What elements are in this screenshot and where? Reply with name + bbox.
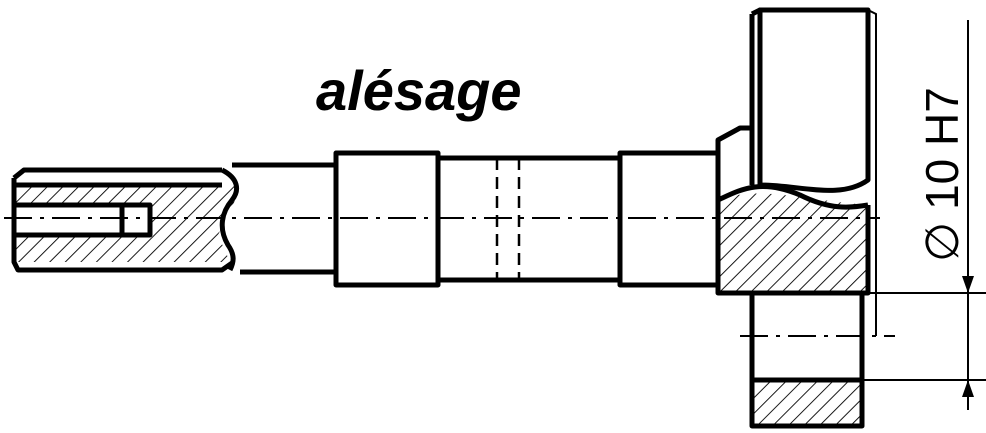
diameter-symbol: ∅ xyxy=(916,222,968,262)
diameter-dimension: ∅ 10 H7 xyxy=(862,20,986,410)
dimension-value: 10 H7 xyxy=(916,87,968,210)
shaft-left-end xyxy=(11,167,240,273)
center-lines xyxy=(4,217,895,337)
bore-label: alésage xyxy=(316,59,522,122)
lever-body xyxy=(715,7,877,429)
dimension-label: ∅ 10 H7 xyxy=(916,87,968,262)
shaft-body xyxy=(232,150,721,288)
